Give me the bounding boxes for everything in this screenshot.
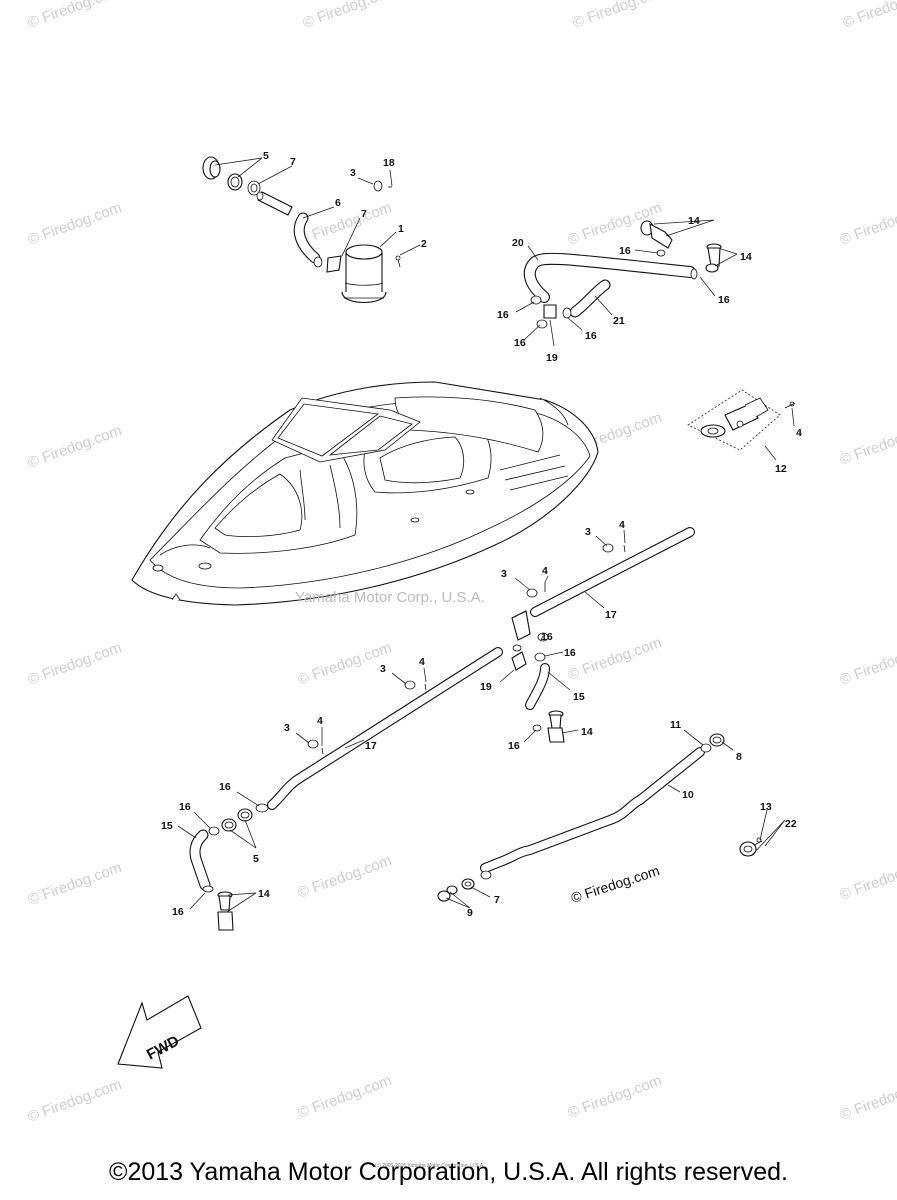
watermark: © Firedog.com [26, 859, 124, 909]
callout-label: 19 [480, 681, 492, 693]
watermark: © Firedog.com [26, 0, 124, 32]
watermark: © Firedog.com [838, 854, 897, 904]
watermark: © Firedog.com [26, 1076, 124, 1126]
callout-label: 17 [365, 740, 377, 752]
firedog-credit: © Firedog.com [569, 862, 661, 906]
callout-label: 4 [796, 427, 802, 439]
callout-label: 22 [785, 818, 797, 830]
watermark: © Firedog.com [296, 1072, 394, 1122]
callout-label: 9 [467, 907, 473, 919]
callout-label: 1 [398, 223, 404, 235]
watermark: © Firedog.com [26, 422, 124, 472]
watermark: © Firedog.com [566, 1072, 664, 1122]
upper-hose-assembly [523, 220, 722, 329]
watermark: © Firedog.com [838, 199, 897, 249]
callout-label: 13 [760, 801, 772, 813]
watermark: © Firedog.com [301, 0, 399, 32]
watermark: © Firedog.com [838, 639, 897, 689]
bilge-pump-assembly [202, 156, 401, 303]
callout-label: 11 [670, 719, 681, 731]
copyright-footer: ©2013 Yamaha Motor Corporation, U.S.A. A… [109, 1158, 788, 1186]
callout-label: 19 [546, 352, 558, 364]
callout-label: 4 [317, 715, 323, 727]
callout-label: 3 [380, 663, 386, 675]
callout-labels: 1 2 3 18 5 7 6 7 20 14 16 14 16 16 16 19… [161, 150, 802, 919]
callout-label: 18 [383, 157, 395, 169]
callout-label: 4 [542, 565, 548, 577]
callout-label: 14 [581, 726, 593, 738]
callout-label: 16 [541, 631, 553, 643]
callout-label: 7 [290, 156, 296, 168]
callout-label: 14 [258, 888, 270, 900]
watermark: © Firedog.com [566, 634, 664, 684]
leader-lines [177, 157, 795, 913]
watermark: © Firedog.com [838, 1074, 897, 1124]
watermark: © Firedog.com [841, 0, 897, 32]
callout-label: 6 [335, 197, 341, 209]
watermark: © Firedog.com [296, 199, 394, 249]
callout-label: 5 [253, 853, 259, 865]
callout-label: 7 [494, 894, 500, 906]
callout-label: 16 [179, 801, 191, 813]
callout-label: 4 [619, 519, 625, 531]
deck-fitting-assembly [687, 389, 796, 451]
callout-label: 16 [718, 294, 730, 306]
watermark: © Firedog.com [571, 0, 669, 32]
callout-label: 16 [514, 337, 526, 349]
callout-label: 2 [421, 238, 427, 250]
watermark: © Firedog.com [26, 639, 124, 689]
callout-label: 3 [350, 167, 356, 179]
callout-label: 4 [419, 656, 425, 668]
callout-label: 15 [573, 691, 585, 703]
callout-label: 5 [263, 150, 269, 162]
callout-label: 3 [284, 722, 290, 734]
callout-label: 7 [361, 208, 367, 220]
forward-arrow-icon: FWD [117, 995, 202, 1069]
callout-label: 8 [736, 751, 742, 763]
callout-label: 21 [613, 315, 625, 327]
callout-label: 17 [605, 609, 617, 621]
hose-10-assembly [437, 733, 763, 902]
callout-label: 16 [497, 309, 509, 321]
callout-label: 16 [619, 245, 631, 257]
callout-label: 16 [172, 906, 184, 918]
callout-label: 3 [585, 526, 591, 538]
callout-label: 14 [740, 251, 752, 263]
watermark: © Firedog.com [838, 419, 897, 469]
tiny-copyright: (c) 2005-2016 Yamaha Motor Corporation, … [375, 1163, 485, 1169]
watermark: © Firedog.com [296, 852, 394, 902]
callout-label: 12 [775, 463, 787, 475]
watermark: © Firedog.com [26, 199, 124, 249]
callout-label: 14 [688, 215, 700, 227]
callout-label: 16 [219, 781, 231, 793]
hose-17-upper [511, 527, 695, 743]
callout-label: 16 [585, 330, 597, 342]
callout-label: 20 [512, 237, 524, 249]
center-watermark: Yamaha Motor Corp., U.S.A. [295, 589, 485, 606]
callout-label: 16 [508, 740, 520, 752]
callout-label: 16 [564, 647, 576, 659]
callout-label: 3 [501, 568, 507, 580]
callout-label: 10 [682, 789, 694, 801]
hose-17-lower [189, 647, 503, 931]
boat-hull [131, 381, 599, 606]
callout-label: 15 [161, 820, 173, 832]
